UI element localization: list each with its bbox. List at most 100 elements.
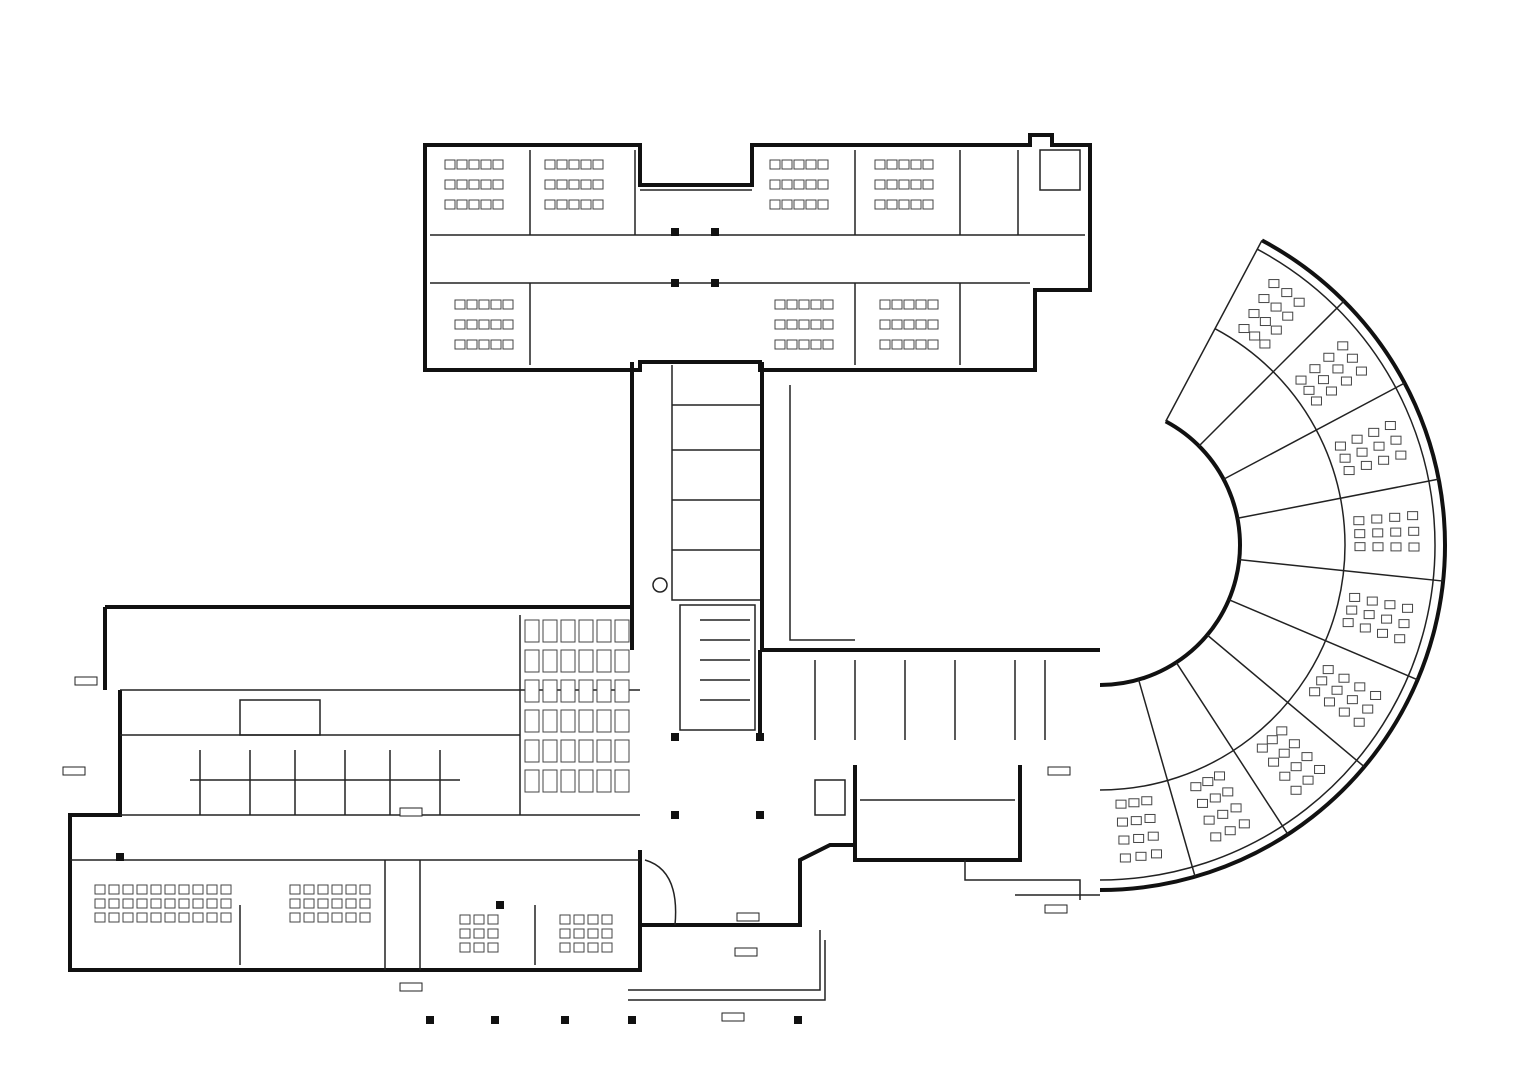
desk [1259,339,1271,349]
desk [1303,385,1315,395]
southwest-wing [68,605,642,972]
desk [560,709,576,733]
desk [1381,614,1393,624]
desk [1355,366,1367,376]
desk [359,884,371,895]
desk [524,649,540,673]
desk [614,619,630,643]
desk [444,199,456,210]
desk [817,179,829,190]
desk [1377,628,1389,638]
desk [150,898,162,909]
desk [444,179,456,190]
desk [178,912,190,923]
desk [580,159,592,170]
desk [1354,682,1366,692]
column [671,811,679,819]
desk [1363,610,1375,620]
desk [456,179,468,190]
desk [480,199,492,210]
desk [478,299,490,310]
desk [1210,832,1222,842]
desk [573,914,585,925]
desk [1384,421,1396,431]
desk [1190,782,1202,792]
room-tag [399,982,423,992]
desk [1354,542,1366,552]
desk [1408,542,1420,552]
desk [1202,777,1214,787]
partition-wall [1239,558,1444,582]
desk [303,912,315,923]
column [671,279,679,287]
desk [568,179,580,190]
desk [1279,771,1291,781]
desk [1316,676,1328,686]
desk [614,739,630,763]
desk [592,199,604,210]
desk [1256,743,1268,753]
desk [781,199,793,210]
desk [927,339,939,350]
desk [573,928,585,939]
room-tag [62,766,86,776]
desk [879,339,891,350]
desk [874,159,886,170]
desk [560,649,576,673]
desk [444,159,456,170]
desk [1354,529,1366,539]
desk [544,159,556,170]
desk [910,199,922,210]
desk [1214,771,1226,781]
desk [798,339,810,350]
desk [122,884,134,895]
desk [1288,739,1300,749]
desk [345,884,357,895]
desk [289,912,301,923]
desk [578,649,594,673]
desk [1150,849,1162,859]
curved-wing [1099,238,1447,892]
desk [542,709,558,733]
room-tag [399,807,423,817]
desk [1402,603,1414,613]
desk [874,179,886,190]
desk [1398,619,1410,629]
desk [614,649,630,673]
desk [1248,309,1260,319]
desk [592,159,604,170]
desk [466,299,478,310]
desk [805,199,817,210]
desk [524,739,540,763]
desk [1378,455,1390,465]
desk [1349,592,1361,602]
desk [1322,665,1334,675]
desk [560,619,576,643]
desk [289,884,301,895]
desk [303,884,315,895]
desk [810,299,822,310]
desk [1359,623,1371,633]
desk [1314,764,1326,774]
desk [1373,441,1385,451]
desk [910,179,922,190]
desk [568,159,580,170]
desk [614,769,630,793]
desk [822,299,834,310]
room-tag [721,1012,745,1022]
desk [1343,466,1355,476]
desk [164,884,176,895]
desk [1238,819,1250,829]
desk [915,299,927,310]
desk [1338,673,1350,683]
column [561,1016,569,1024]
desk [596,679,612,703]
desk [206,898,218,909]
desk [1301,752,1313,762]
desk [478,319,490,330]
partition-wall [1165,240,1263,422]
desk [568,199,580,210]
desk [1334,441,1346,451]
desk [601,928,613,939]
desk [879,299,891,310]
